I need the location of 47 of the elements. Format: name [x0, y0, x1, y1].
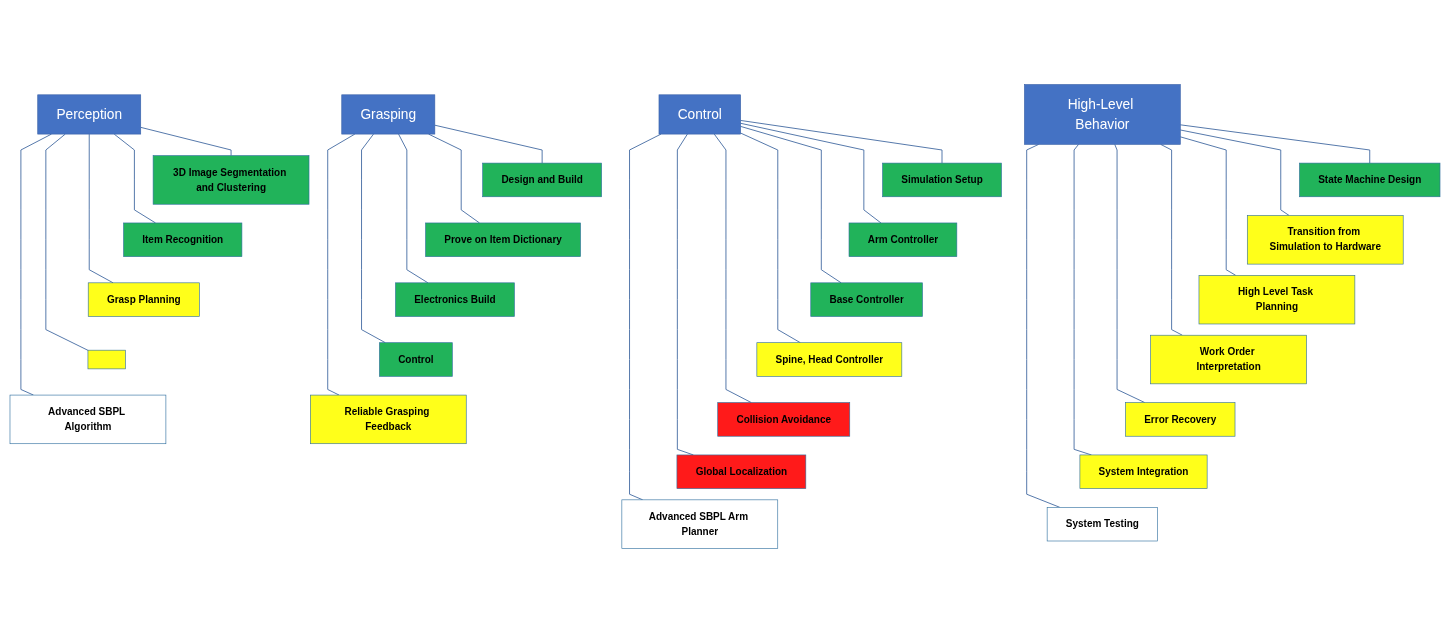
- node-box: Grasp Planning: [87, 282, 200, 317]
- connector: [20, 133, 52, 396]
- node-box: System Integration: [1079, 454, 1208, 489]
- connector: [140, 126, 232, 157]
- node-box: Prove on Item Dictionary: [425, 222, 581, 257]
- connector: [740, 125, 842, 284]
- node-box: [87, 349, 126, 370]
- node-box: Work Order Interpretation: [1150, 334, 1307, 385]
- connector: [1179, 124, 1371, 164]
- node-box: Transition from Simulation to Hardware: [1247, 215, 1404, 265]
- node-box: Base Controller: [810, 282, 923, 317]
- connector: [45, 133, 89, 351]
- connector: [740, 119, 943, 164]
- node-box: High Level Task Planning: [1198, 275, 1356, 325]
- node-box: Electronics Build: [395, 282, 515, 317]
- connector: [398, 133, 429, 284]
- node-box: 3D Image Segmentation and Clustering: [152, 155, 310, 205]
- node-box: Perception: [37, 94, 142, 135]
- node-box: Control: [379, 342, 453, 377]
- node-box: Control: [658, 94, 741, 135]
- connector: [629, 133, 662, 501]
- connector: [113, 133, 156, 224]
- connector: [361, 133, 386, 344]
- node-box: Grasping: [341, 94, 436, 135]
- node-box: Reliable Grasping Feedback: [310, 394, 467, 445]
- node-box: Error Recovery: [1125, 402, 1236, 437]
- connector: [740, 122, 882, 224]
- node-box: Design and Build: [482, 162, 602, 198]
- node-box: Item Recognition: [123, 222, 243, 257]
- connector: [434, 124, 543, 164]
- connector: [1160, 143, 1183, 336]
- node-box: High-Level Behavior: [1024, 84, 1181, 145]
- node-box: Spine, Head Controller: [756, 342, 903, 377]
- connector: [1179, 129, 1290, 216]
- connector: [1026, 143, 1061, 508]
- node-box: Collision Avoidance: [717, 402, 851, 437]
- node-box: Advanced SBPL Arm Planner: [621, 499, 779, 549]
- node-box: State Machine Design: [1299, 162, 1441, 198]
- connector: [1179, 136, 1237, 276]
- connector: [740, 132, 801, 344]
- connector: [88, 133, 114, 284]
- node-box: System Testing: [1046, 507, 1158, 542]
- node-box: Arm Controller: [848, 222, 958, 257]
- node-box: Simulation Setup: [882, 162, 1002, 198]
- node-box: Advanced SBPL Algorithm: [9, 394, 167, 445]
- node-box: Global Localization: [676, 454, 807, 489]
- connector: [713, 133, 752, 404]
